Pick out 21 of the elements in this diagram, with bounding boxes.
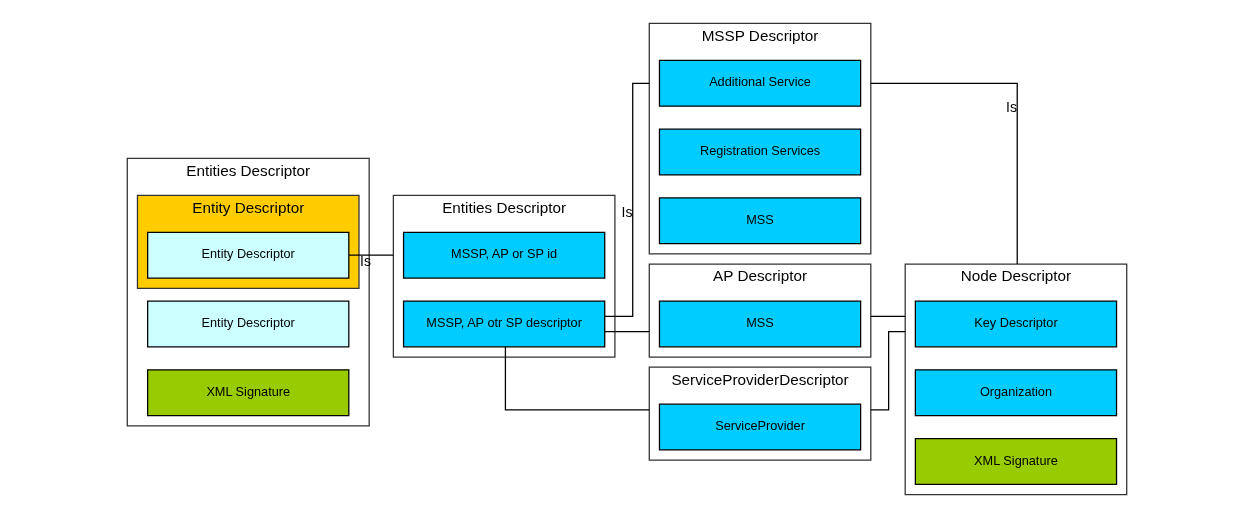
connector (347, 254, 394, 256)
node-box: ServiceProvider (658, 403, 861, 451)
node-box: XML Signature (146, 369, 349, 417)
node-box: XML Signature (914, 437, 1117, 485)
connector (603, 330, 650, 333)
node-box: Entity Descriptor (146, 231, 349, 279)
connector (869, 315, 906, 317)
connector (869, 330, 906, 411)
edge-label: Is (621, 203, 632, 220)
node-box: MSSP, AP otr SP descriptor (402, 300, 605, 348)
connector (504, 346, 650, 411)
node-box: MSSP, AP or SP id (402, 231, 605, 279)
node-box: MSS (658, 300, 861, 348)
node-box: Additional Service (658, 59, 861, 107)
node-box: MSS (658, 197, 861, 245)
connector (869, 82, 1018, 265)
edge-label: Is (1005, 98, 1017, 115)
node-box: Key Descriptor (914, 300, 1117, 348)
node-box: Registration Services (658, 128, 861, 176)
node-box: Entity Descriptor (146, 300, 349, 348)
node-box: Organization (914, 369, 1117, 417)
